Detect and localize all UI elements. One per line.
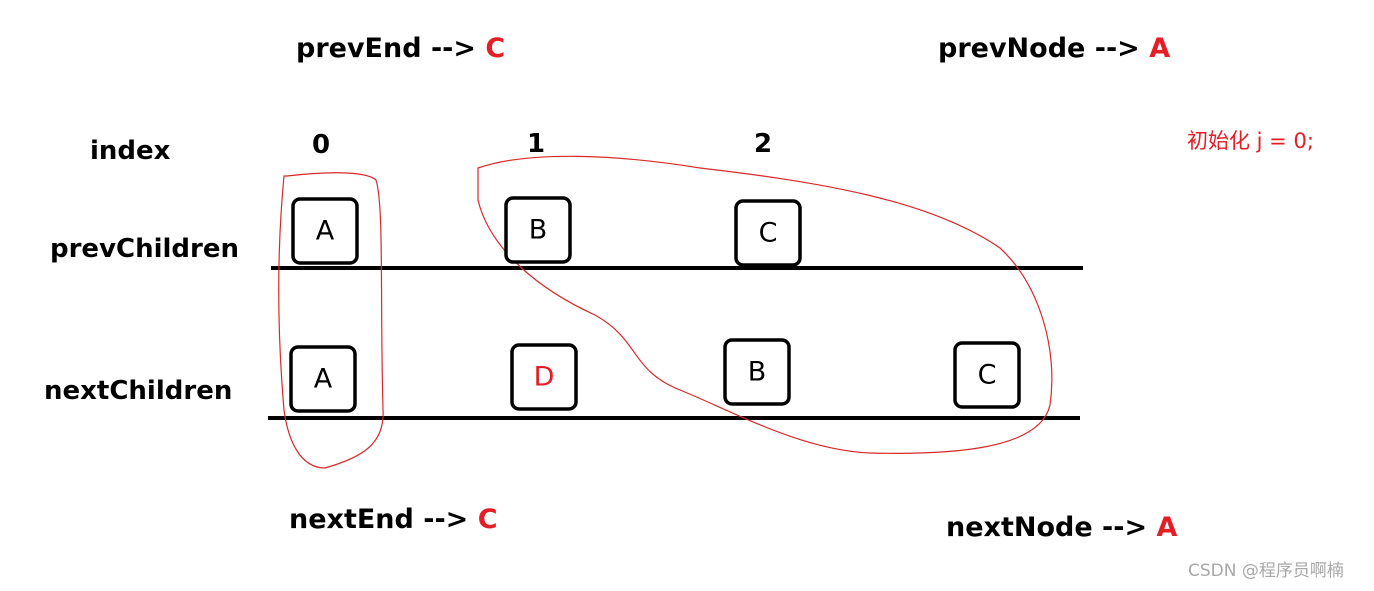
next-end-pointer: nextEnd --> C: [289, 506, 498, 533]
prev-node-label: prevNode -->: [938, 33, 1140, 64]
next-node-box: [289, 345, 357, 413]
prev-node-key: A: [316, 216, 335, 247]
prev-children-nodes: A B C: [291, 196, 802, 267]
next-node-key: D: [534, 362, 555, 393]
next-node-a: A: [289, 345, 357, 413]
prev-node-b: B: [504, 196, 572, 264]
init-note: 初始化 j = 0;: [1187, 129, 1314, 153]
prev-node-key: C: [759, 218, 778, 249]
next-node-c: C: [953, 341, 1021, 409]
index-2: 2: [754, 129, 773, 159]
prev-node-box: [504, 196, 572, 264]
next-end-label: nextEnd -->: [289, 504, 469, 535]
next-node-value: A: [1156, 512, 1178, 543]
index-0: 0: [312, 130, 331, 160]
next-node-b: B: [723, 338, 791, 406]
next-node-box: [953, 341, 1021, 409]
prev-end-value: C: [485, 33, 506, 64]
prev-end-label: prevEnd -->: [296, 33, 476, 64]
next-node-label: nextNode -->: [946, 512, 1148, 543]
prev-node-c: C: [734, 199, 802, 267]
index-1: 1: [527, 129, 546, 159]
next-node-key: A: [314, 364, 333, 395]
next-node-box: [723, 338, 791, 406]
prev-node-a: A: [291, 197, 359, 265]
prev-end-pointer: prevEnd --> C: [296, 35, 505, 62]
index-row-label: index: [90, 136, 171, 166]
next-node-key: C: [978, 360, 997, 391]
prev-node-box: [734, 199, 802, 267]
next-node-pointer: nextNode --> A: [946, 514, 1177, 541]
next-node-d: D: [510, 343, 578, 411]
next-children-label: nextChildren: [44, 376, 233, 406]
next-node-box: [510, 343, 578, 411]
watermark: CSDN @程序员啊楠: [1188, 561, 1344, 581]
prev-node-key: B: [529, 215, 548, 246]
prev-children-label: prevChildren: [50, 234, 240, 264]
prev-node-value: A: [1149, 33, 1171, 64]
next-node-key: B: [748, 357, 767, 388]
prev-node-pointer: prevNode --> A: [938, 35, 1170, 62]
lasso-remaining: [477, 155, 1053, 454]
lasso-index-0: [278, 172, 384, 469]
prev-node-box: [291, 197, 359, 265]
next-end-value: C: [477, 504, 498, 535]
